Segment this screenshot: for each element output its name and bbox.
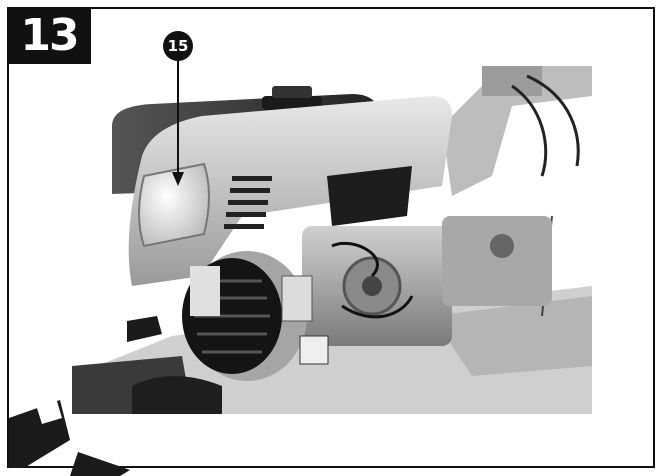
step-number-badge: 13 (7, 7, 91, 64)
callout-badge: 15 (163, 31, 193, 61)
tiller-engine-photo (72, 66, 592, 414)
